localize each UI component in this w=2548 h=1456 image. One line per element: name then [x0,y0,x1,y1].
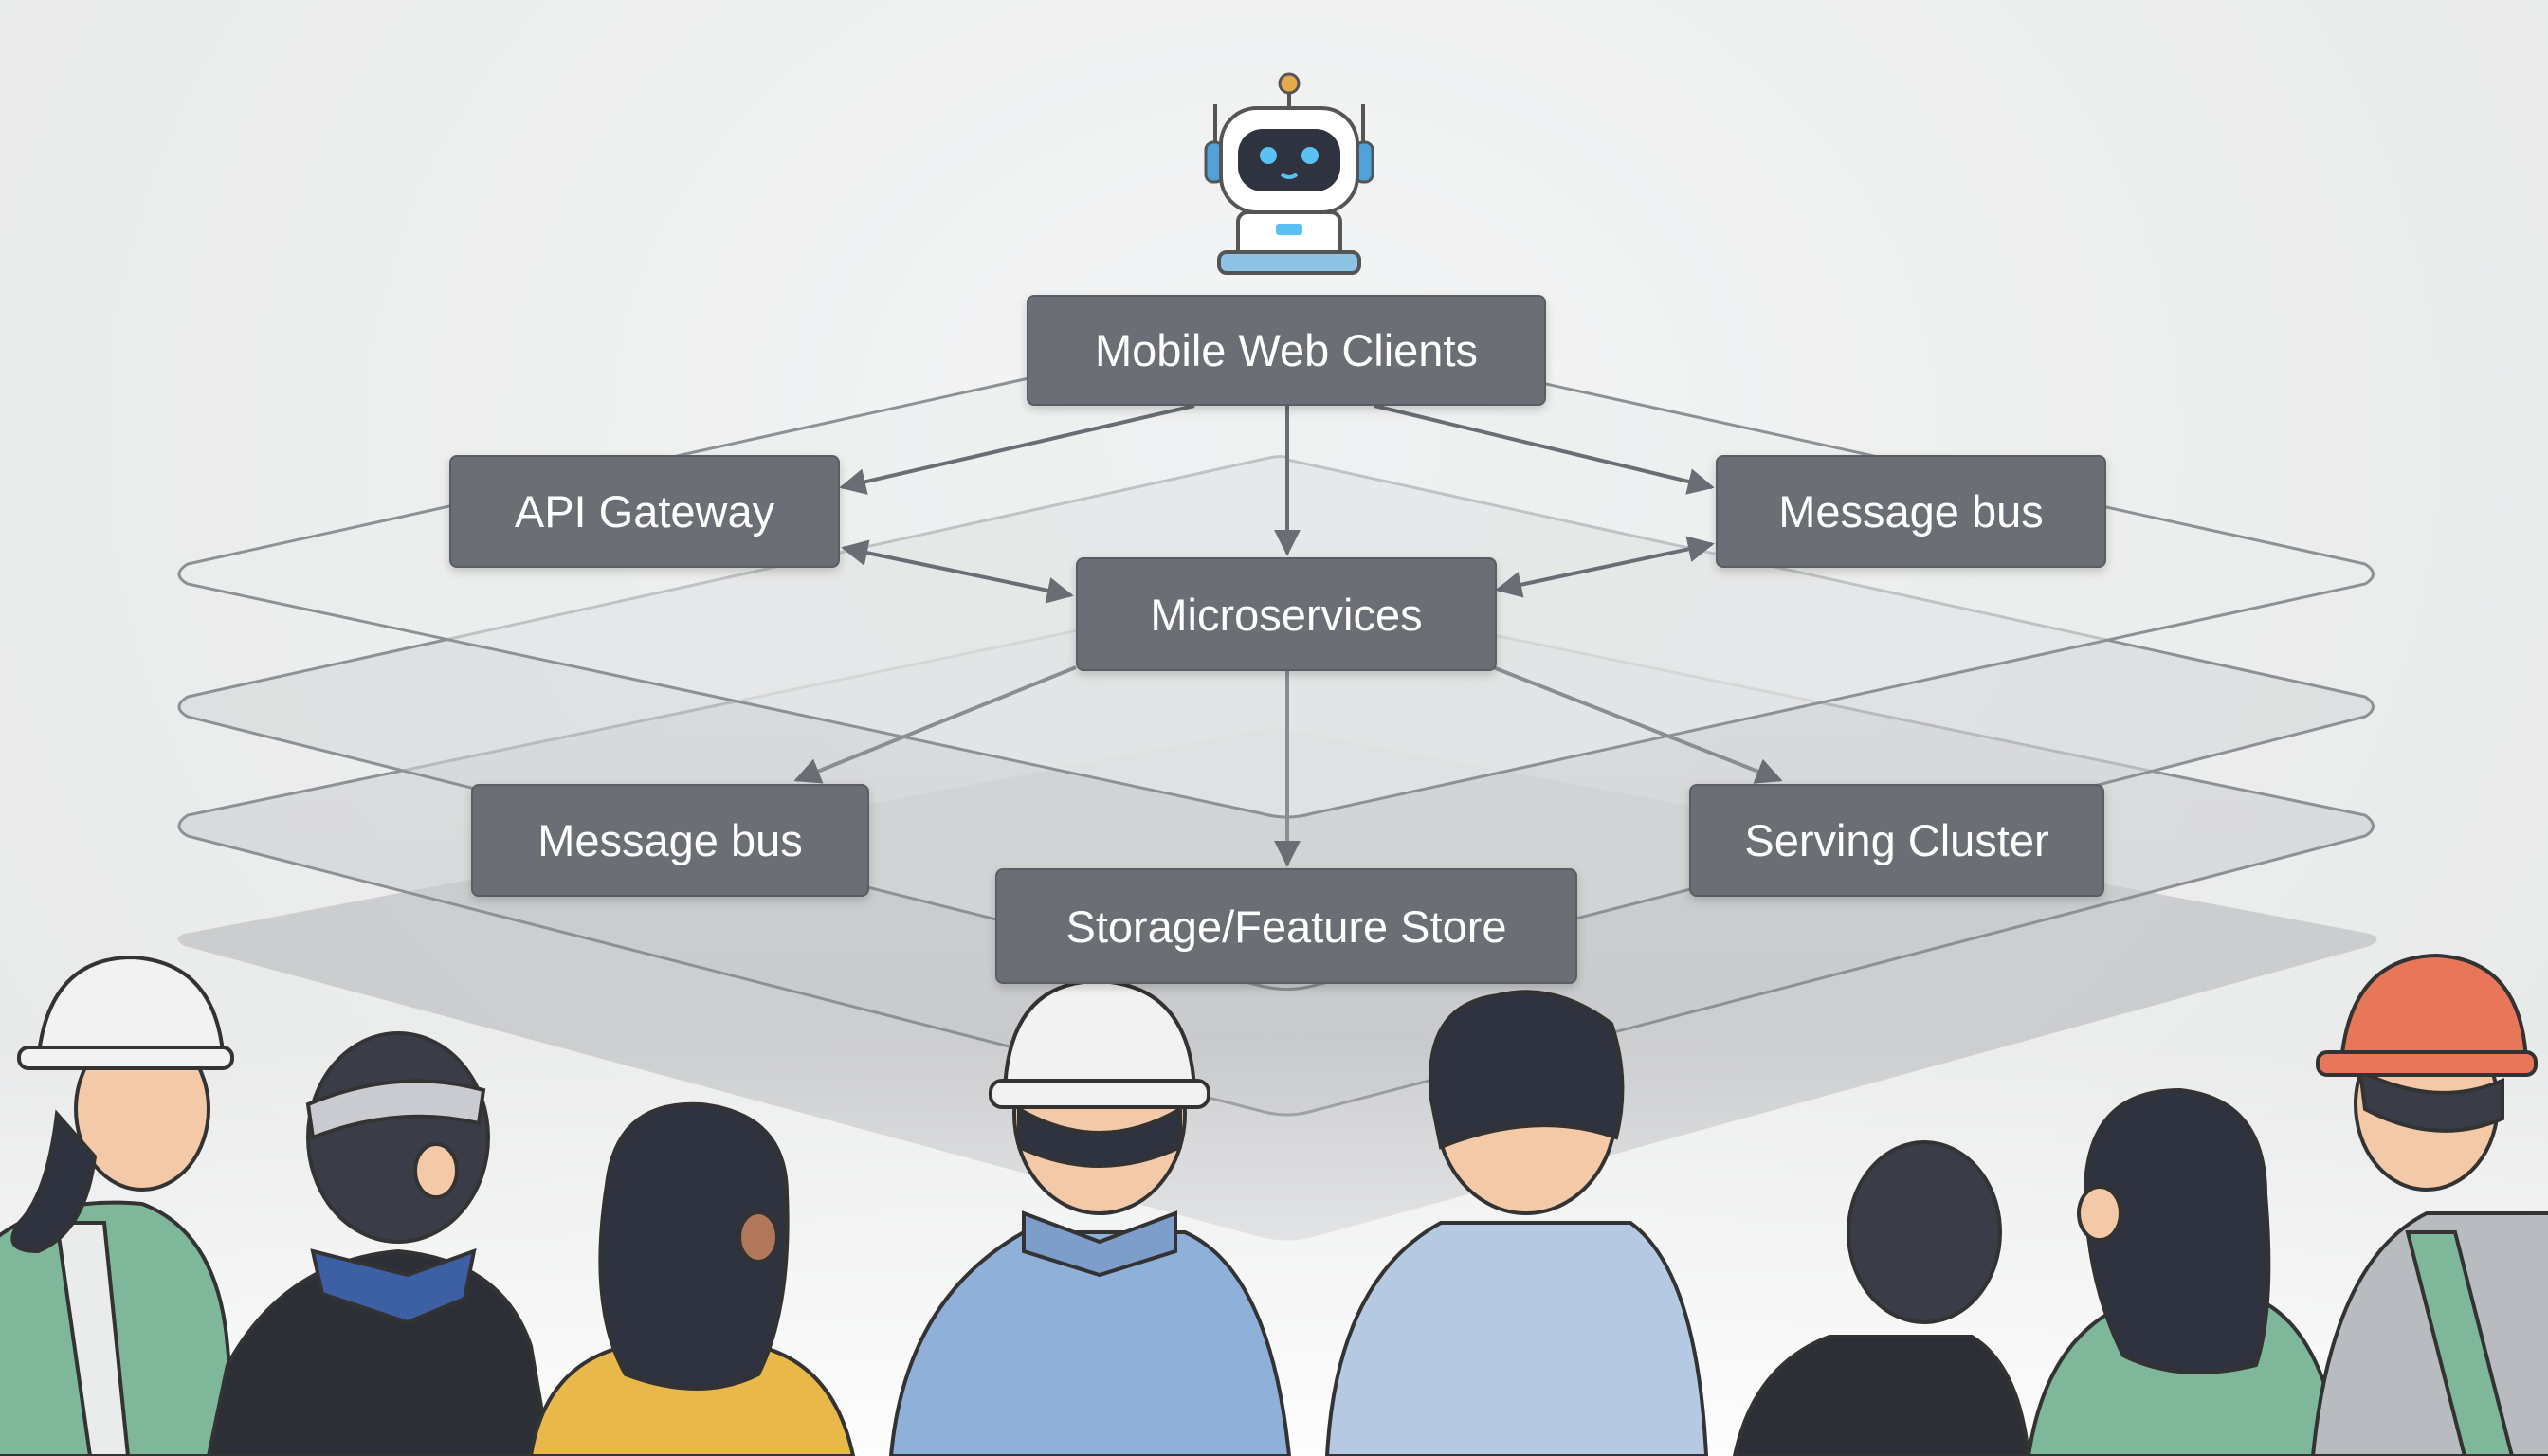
edge-api-micro [841,539,1074,604]
node-mobile-web-clients: Mobile Web Clients [1027,295,1546,406]
edge-micro-bus [1495,536,1715,598]
node-serving-cluster: Serving Cluster [1689,784,2104,897]
person-yellow-top [528,1101,856,1456]
edge-micro-bus-left [793,665,1077,784]
robot-icon [1204,72,1374,275]
person-light-blue [1324,990,1709,1456]
node-api-gateway: API Gateway [449,455,840,568]
edges [793,404,1783,867]
node-message-bus-right: Message bus [1716,455,2106,568]
people [0,953,2548,1456]
person-worker-right [2310,953,2548,1456]
node-microservices: Microservices [1076,557,1497,671]
person-dark-short-hair [1732,1140,2031,1456]
edge-mobile-api [839,404,1195,495]
node-storage-feature-store: Storage/Feature Store [995,868,1577,984]
edge-mobile-bus [1374,404,1715,495]
hard-hat-icon [35,955,226,1065]
person-dark-jacket [206,1031,553,1456]
person-green-top [2026,1087,2344,1456]
edge-micro-serve [1492,665,1783,784]
node-message-bus-left: Message bus [471,784,869,897]
hard-hat-icon [2339,953,2529,1064]
person-worker-left [0,955,240,1456]
